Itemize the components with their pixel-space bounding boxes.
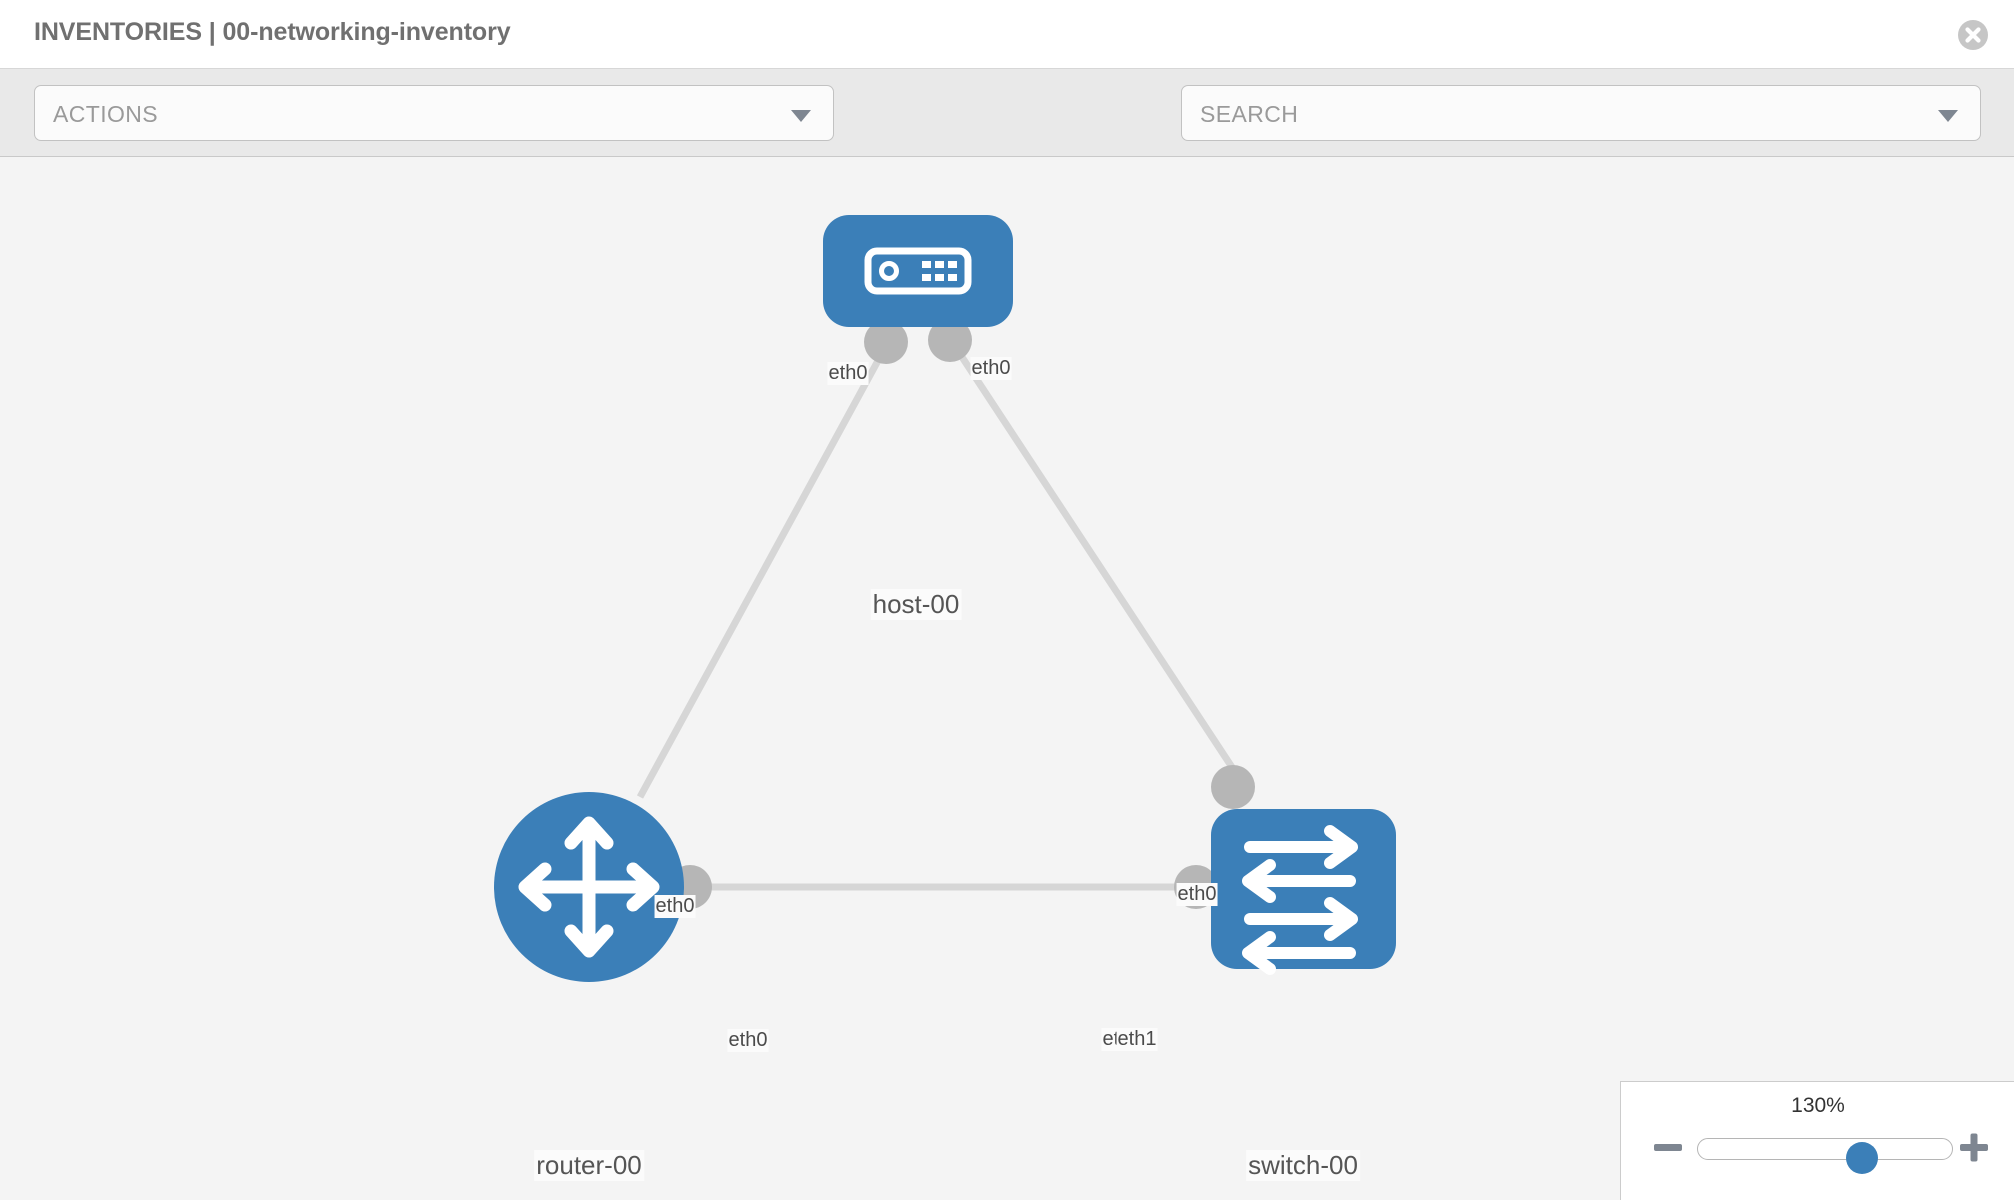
page-header: INVENTORIES | 00-networking-inventory	[0, 0, 2014, 69]
topology-canvas[interactable]: eth0 eth0 eth0 eth0 eth0 eth0 eth1 host-…	[0, 157, 2014, 1200]
iface-label: eth0	[727, 1029, 769, 1052]
zoom-in-button[interactable]	[1957, 1130, 1991, 1166]
node-label-switch-00: switch-00	[1246, 1150, 1360, 1181]
iface-label: eth0	[827, 362, 869, 385]
node-switch-00	[1211, 809, 1396, 975]
actions-dropdown[interactable]: ACTIONS	[34, 85, 834, 141]
port-host00-eth0-right	[928, 318, 972, 362]
topology-ports	[668, 318, 1255, 909]
zoom-slider-track[interactable]	[1697, 1138, 1953, 1174]
server-appliance-icon	[864, 247, 972, 295]
zoom-level-value: 130%	[1791, 1094, 1845, 1117]
link-host00-router00	[636, 355, 884, 799]
node-host-00	[823, 215, 1013, 327]
zoom-slider-thumb[interactable]	[1846, 1142, 1878, 1174]
search-placeholder: SEARCH	[1200, 101, 1299, 127]
port-host00-eth0-left	[864, 320, 908, 364]
chevron-down-icon	[791, 110, 811, 122]
port-switch00-eth0	[1211, 765, 1255, 809]
actions-dropdown-label: ACTIONS	[53, 101, 159, 127]
page-title: INVENTORIES | 00-networking-inventory	[34, 18, 511, 46]
zoom-slider-row	[1621, 1130, 2014, 1174]
topology-links	[636, 352, 1248, 891]
chevron-down-icon	[1938, 110, 1958, 122]
node-label-router-00: router-00	[534, 1150, 644, 1181]
iface-label: eth0	[654, 895, 696, 918]
zoom-control-panel: 130%	[1620, 1081, 2014, 1200]
toolbar: ACTIONS SEARCH	[0, 69, 2014, 194]
switch-arrows-icon	[1242, 825, 1358, 975]
iface-label: eth0	[1176, 883, 1218, 906]
search-input[interactable]: SEARCH	[1181, 85, 1981, 141]
node-label-host-00: host-00	[870, 589, 962, 620]
iface-label: eth0	[970, 357, 1012, 380]
router-arrows-icon	[518, 816, 660, 958]
link-host00-switch00	[957, 352, 1248, 789]
topology-graph	[494, 215, 1396, 982]
node-router-00	[494, 792, 684, 982]
zoom-out-button[interactable]	[1651, 1130, 1685, 1166]
iface-label: eth1	[1116, 1028, 1158, 1051]
close-icon[interactable]	[1956, 18, 1990, 52]
